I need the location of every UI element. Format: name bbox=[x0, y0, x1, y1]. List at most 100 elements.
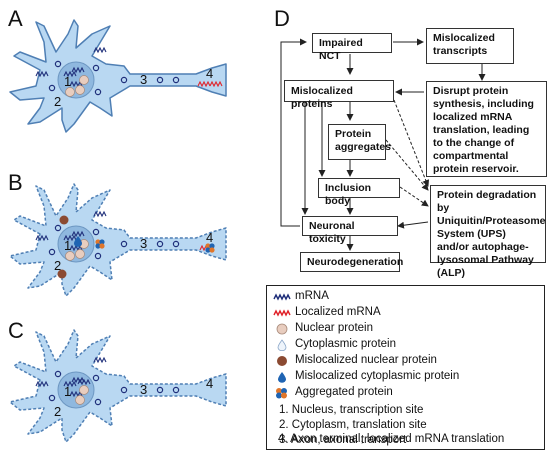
cytoplasmic-protein-mark bbox=[94, 88, 102, 96]
box-impaired-nct: Impaired NCT bbox=[312, 33, 392, 62]
panel-letter-a: A bbox=[8, 6, 23, 31]
cytoplasmic-protein-mark bbox=[92, 228, 100, 236]
neuron-compartment-label: 2 bbox=[54, 94, 61, 109]
nuclear-protein-mark bbox=[75, 85, 85, 95]
neuron-compartment-label: 1 bbox=[64, 384, 71, 399]
neuron-compartment-label: 2 bbox=[54, 258, 61, 273]
cytoplasmic-protein-mark bbox=[156, 240, 164, 248]
box-mislocalized-proteins: Mislocalized proteins bbox=[284, 80, 394, 110]
legend-label: Cytoplasmic protein bbox=[295, 338, 396, 350]
legend-item-nuclear-protein: Nuclear protein bbox=[273, 321, 373, 336]
mrna-mark bbox=[63, 234, 77, 242]
cytoplasmic-protein-mark bbox=[120, 76, 128, 84]
aggregate-mark bbox=[205, 247, 211, 253]
mislocalized-cytoplasmic-protein-mark bbox=[74, 236, 82, 247]
box-neuronal-toxicity: Neuronal toxicity bbox=[302, 216, 398, 245]
cytoplasmic-protein-mark bbox=[94, 398, 102, 406]
legend-label: Mislocalized cytoplasmic protein bbox=[295, 370, 460, 382]
cytoplasmic-protein-mark bbox=[120, 386, 128, 394]
cytoplasmic-protein-mark bbox=[92, 64, 100, 72]
neuron-compartment-label: 1 bbox=[64, 74, 71, 89]
cytoplasmic-protein-mark bbox=[48, 248, 56, 256]
cytoplasmic-protein-mark bbox=[54, 60, 62, 68]
legend-item-mislocalized-nuclear: Mislocalized nuclear protein bbox=[273, 353, 437, 368]
box-neurodegeneration: Neurodegeneration bbox=[300, 252, 403, 272]
neuron-membrane bbox=[9, 19, 227, 133]
aggregate-mark bbox=[209, 247, 215, 253]
nuclear-protein-mark bbox=[79, 75, 89, 85]
nuclear-protein-icon bbox=[276, 323, 288, 334]
cytoplasmic-protein-mark bbox=[156, 76, 164, 84]
mislocalized-nuclear-protein-mark bbox=[59, 215, 69, 225]
cytoplasmic-protein-mark bbox=[172, 76, 180, 84]
arrow-inclusion-to-degradation-dashed bbox=[399, 186, 429, 207]
panel-letter-c: C bbox=[8, 318, 24, 343]
neuron-compartment-label: 2 bbox=[54, 404, 61, 419]
box-protein-degradation: Protein degradation by Uniquitin/Proteas… bbox=[430, 185, 546, 279]
panel-letter-b: B bbox=[8, 170, 23, 195]
cytoplasmic-protein-mark bbox=[54, 370, 62, 378]
neuron-compartment-label: 3 bbox=[140, 72, 147, 87]
cytoplasmic-protein-mark bbox=[156, 386, 164, 394]
legend-numbered-4: 4. Axon terminal, localized mRNA transla… bbox=[278, 433, 505, 445]
arrow-proteins-to-degradation-dashed bbox=[393, 99, 430, 187]
box-inclusion-body: Inclusion body bbox=[318, 178, 400, 207]
neuron-compartment-label: 4 bbox=[206, 376, 213, 391]
nuclear-protein-mark bbox=[75, 395, 85, 405]
localized-mrna-mark bbox=[197, 80, 211, 88]
aggregate-mark bbox=[205, 243, 211, 249]
mrna-mark bbox=[63, 380, 77, 388]
legend-item-mislocalized-cyto: Mislocalized cytoplasmic protein bbox=[273, 369, 459, 384]
mrna-mark bbox=[71, 66, 85, 74]
legend-item-mrna: mRNA bbox=[273, 289, 329, 304]
neuron-compartment-label: 3 bbox=[140, 236, 147, 251]
aggregate-mark bbox=[99, 243, 105, 249]
aggregate-mark bbox=[95, 243, 101, 249]
aggregated-protein-icon bbox=[276, 387, 287, 398]
mrna-mark bbox=[35, 70, 49, 78]
legend-label: Nuclear protein bbox=[295, 322, 373, 334]
neuron-compartment-label: 3 bbox=[140, 382, 147, 397]
aggregate-mark bbox=[209, 243, 215, 249]
cytoplasmic-protein-mark bbox=[92, 374, 100, 382]
cytoplasmic-protein-mark bbox=[172, 386, 180, 394]
box-mislocalized-transcripts: Mislocalized transcripts bbox=[426, 28, 514, 64]
mrna-mark bbox=[71, 376, 85, 384]
legend-item-aggregated: Aggregated protein bbox=[273, 385, 393, 400]
cytoplasmic-protein-mark bbox=[172, 240, 180, 248]
legend-item-cytoplasmic-protein: Cytoplasmic protein bbox=[273, 337, 396, 352]
mrna-mark bbox=[71, 230, 85, 238]
legend-label: mRNA bbox=[295, 290, 329, 302]
legend: mRNA Localized mRNA Nuclear protein Cyto… bbox=[266, 285, 545, 450]
mrna-mark bbox=[93, 210, 107, 218]
arrow-feedback-loop bbox=[280, 38, 307, 227]
mrna-mark bbox=[93, 356, 107, 364]
cytoplasmic-protein-mark bbox=[120, 240, 128, 248]
arrow-degradation-to-toxicity bbox=[397, 221, 429, 229]
localized-mrna-icon bbox=[273, 308, 291, 317]
aggregate-mark bbox=[95, 239, 101, 245]
mrna-mark bbox=[77, 378, 91, 386]
neuron-membrane bbox=[9, 183, 227, 297]
localized-mrna-mark bbox=[209, 80, 223, 88]
box-protein-aggregates: Protein aggregates bbox=[328, 124, 391, 160]
flowchart-arrows bbox=[280, 38, 486, 251]
legend-item-localized-mrna: Localized mRNA bbox=[273, 305, 381, 320]
mrna-icon bbox=[273, 292, 291, 301]
panel-letter-d: D bbox=[274, 6, 290, 31]
mrna-mark bbox=[63, 70, 77, 78]
legend-label: Localized mRNA bbox=[295, 306, 381, 318]
cytoplasmic-protein-mark bbox=[48, 84, 56, 92]
cytoplasmic-protein-mark bbox=[54, 224, 62, 232]
legend-numbered-1: 1. Nucleus, transcription site bbox=[279, 404, 424, 416]
mrna-mark bbox=[35, 380, 49, 388]
nuclear-protein-mark bbox=[75, 249, 85, 259]
mrna-mark bbox=[35, 234, 49, 242]
legend-label: Aggregated protein bbox=[295, 386, 393, 398]
mislocalized-nuclear-protein-icon bbox=[277, 355, 287, 366]
arrow-aggregates-to-degradation-dashed bbox=[385, 139, 429, 191]
cytoplasmic-protein-mark bbox=[48, 394, 56, 402]
cytoplasmic-protein-icon bbox=[277, 338, 287, 351]
